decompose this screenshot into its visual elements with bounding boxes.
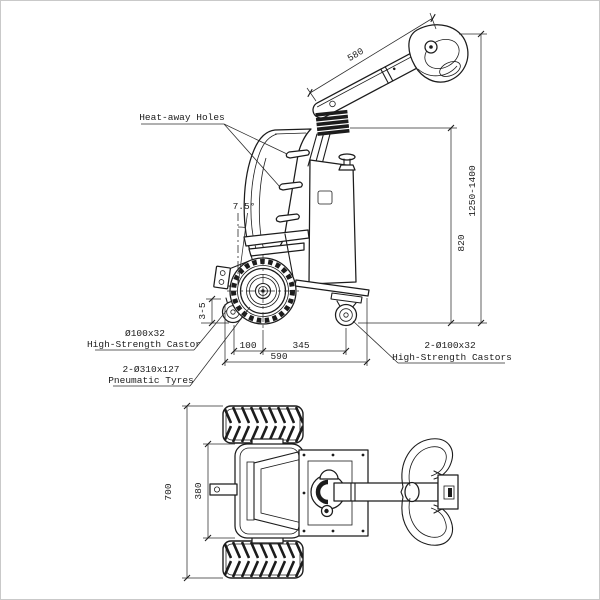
dimension-clearance-3-5: 3-5	[197, 295, 229, 327]
rear-castors-spec-text: 2-Ø100x32	[424, 340, 476, 351]
dimension-height-1250-1400: 1250-1400	[358, 30, 487, 327]
key-switch-plan	[320, 504, 334, 518]
dim-345-text: 345	[292, 340, 309, 351]
tyre-top	[222, 405, 304, 444]
body-cover-plan	[234, 438, 305, 544]
box-panel	[317, 190, 333, 205]
heat-away-holes-text: Heat-away Holes	[139, 112, 225, 123]
dimension-590: 590	[221, 298, 371, 366]
dim-380-text: 380	[193, 482, 204, 499]
label-pneumatic-tyres: 2-Ø310x127 Pneumatic Tyres	[108, 306, 251, 387]
dimension-tilt-7-5: 7.5°	[233, 201, 256, 287]
label-front-castor: Ø100x32 High-Strength Castor	[87, 309, 228, 351]
side-view: 580 1250-1400 820 7.5°	[87, 12, 512, 387]
tyres-name-text: Pneumatic Tyres	[108, 375, 194, 386]
dim-100-text: 100	[239, 340, 256, 351]
key-knob	[338, 153, 356, 171]
front-shaft	[209, 483, 238, 496]
dim-7-5-text: 7.5°	[233, 201, 256, 212]
rear-box	[308, 153, 357, 285]
handle-arm	[312, 52, 423, 119]
top-view: 700 380	[163, 402, 459, 582]
step-band-lower	[248, 242, 305, 257]
front-cover	[243, 128, 312, 284]
drive-wheel	[227, 255, 299, 328]
dimension-380: 380	[193, 440, 235, 542]
dim-580-text: 580	[346, 46, 367, 64]
pivot-bump	[319, 469, 339, 480]
dimension-100-345: 100 345	[230, 325, 350, 355]
step-band-upper	[243, 229, 310, 247]
tyres-spec-text: 2-Ø310x127	[122, 364, 179, 375]
dimension-700: 700	[163, 402, 223, 582]
tyre-bottom	[222, 540, 304, 579]
dim-820-text: 820	[456, 234, 467, 251]
label-rear-castors: 2-Ø100x32 High-Strength Castors	[352, 320, 512, 364]
tiller-arm-plan	[333, 481, 439, 503]
bellows-boot	[315, 109, 350, 136]
dim-3-5-text: 3-5	[197, 302, 208, 319]
rear-castor	[330, 292, 363, 327]
front-castor-name-text: High-Strength Castor	[87, 339, 201, 350]
label-heat-away-holes: Heat-away Holes	[139, 112, 288, 188]
rear-castors-name-text: High-Strength Castors	[392, 352, 512, 363]
dim-700-text: 700	[163, 483, 174, 500]
handle-head-plan	[400, 438, 459, 546]
heat-away-hole-slots	[275, 149, 310, 223]
dim-590-text: 590	[270, 351, 287, 362]
dim-1250-1400-text: 1250-1400	[467, 165, 478, 217]
handle-head	[408, 24, 469, 83]
front-castor-spec-text: Ø100x32	[125, 328, 165, 339]
dimension-height-820: 820	[350, 124, 467, 327]
